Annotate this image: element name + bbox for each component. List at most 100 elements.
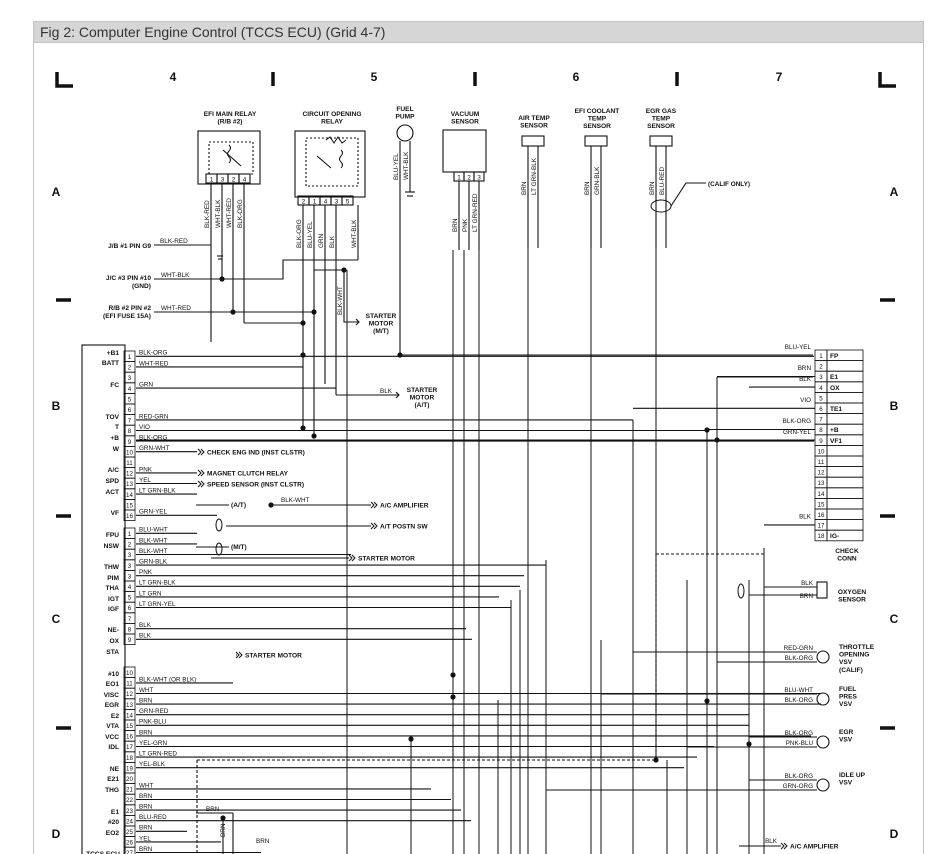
ecu-pin-number: 13 — [126, 702, 133, 709]
starter-motor-label: STARTER MOTOR — [358, 556, 415, 563]
vacuum-sensor-label: VACUUM — [451, 111, 480, 118]
ecu-terminal-label: T — [115, 424, 119, 431]
ecu-pin-number: 8 — [128, 626, 132, 633]
fuel-pressure-vsv-label: PRES — [839, 694, 858, 701]
shield-marker — [215, 518, 223, 532]
egr-gas-temp-sensor-label: EGR GAS — [646, 108, 677, 115]
check-connector-cell — [826, 519, 864, 531]
ecu-wire-color: BLK — [139, 633, 152, 640]
connector-arrow — [197, 448, 205, 456]
check-connector-pin-number: 2 — [819, 364, 823, 371]
grid-row-label: B — [52, 399, 61, 413]
calif-only-label: (CALIF ONLY) — [708, 181, 750, 188]
ecu-pin-number: 11 — [126, 681, 133, 688]
shield-marker — [737, 583, 745, 599]
ecu-pin-number: 18 — [126, 755, 133, 762]
ecu-wire-color: GRN-BLK — [139, 559, 168, 566]
check-connector-terminal-label: OX — [830, 385, 840, 392]
efi-relay-wire-color: WHT-RED — [226, 198, 233, 228]
sensor-pin-number: 1 — [457, 175, 461, 182]
fuel-pump-label: PUMP — [395, 114, 415, 121]
ecu-terminal-label: E1 — [111, 809, 119, 816]
ecu-wire-color: BLK-WHT — [139, 548, 167, 555]
idle-up-vsv-label: VSV — [839, 780, 853, 787]
ecu-pin-number: 19 — [126, 765, 133, 772]
circuit-opening-relay-inner — [305, 137, 359, 187]
egr-gas-sensor-wire-color: BLU-RED — [659, 167, 666, 195]
throttle-opening-vsv-wire-color: BLK-ORG — [785, 655, 813, 662]
check-connector-cell — [826, 529, 864, 542]
fuel-pump-wire-color: WHT-BLK — [403, 151, 410, 180]
ecu-terminal-label: FC — [110, 382, 119, 389]
ecu-wire-color: LT GRN-BLK — [139, 488, 176, 495]
fuel-pressure-vsv-wire-color: BLK-ORG — [785, 697, 813, 704]
throttle-opening-vsv-wire-color: RED-GRN — [784, 645, 814, 652]
ecu-wire-color: WHT — [139, 782, 153, 789]
connector-arrow — [780, 842, 788, 850]
ecu-pin-number: 16 — [126, 513, 133, 520]
vacuum-sensor-wire-color: LT GRN-RED — [472, 193, 479, 232]
check-connector-pin-number: 11 — [818, 459, 825, 466]
ecu-pin-number: 10 — [126, 449, 133, 456]
ecu-terminal-label: EGR — [105, 702, 120, 709]
efi-main-relay-box — [197, 130, 261, 185]
circuit-relay-wire-color: GRN — [318, 233, 325, 248]
ecu-wire-color: GRN-WHT — [139, 445, 170, 452]
ecu-wire-color: LT GRN-RED — [139, 751, 177, 758]
left-input-wire-color: BLK-RED — [160, 238, 188, 245]
check-connector-wire-color: VIO — [800, 397, 811, 404]
idle-up-vsv-wire-color: GRN-ORG — [783, 783, 814, 790]
connector-arrow — [197, 480, 205, 488]
ecu-terminal-label: +B — [110, 435, 119, 442]
relay-pin-number: 1 — [210, 177, 214, 184]
efi-relay-wire-color: BLK-RED — [204, 200, 211, 228]
ecu-terminal-label: STA — [106, 649, 119, 656]
check-connector-cell — [826, 455, 864, 468]
ecu-pin-number: 1 — [128, 354, 132, 361]
ecu-terminal-label: E21 — [107, 776, 119, 783]
fuel-pump-wire-color: BLU-YEL — [393, 153, 400, 180]
ecu-wire-color: PNK-BLU — [139, 719, 167, 726]
ecu-pin-number: 24 — [126, 818, 133, 825]
grid-row-label: A — [52, 185, 61, 199]
relay-coil — [227, 144, 231, 164]
ecu-wire-color: BRN — [139, 698, 153, 705]
shield-marker — [215, 542, 223, 556]
left-input-label: J/B #1 PIN G9 — [108, 243, 151, 250]
starter-motor-at-label: STARTER — [407, 387, 438, 394]
oxygen-sensor-wire-color: BRN — [800, 593, 814, 600]
sensor-pin-number: 2 — [467, 175, 471, 182]
ecu-terminal-label: EO2 — [106, 830, 120, 837]
figure-title: Fig 2: Computer Engine Control (TCCS ECU… — [40, 24, 386, 40]
relay-switch-contact — [222, 149, 242, 167]
ecu-terminal-label: #20 — [108, 819, 119, 826]
connector-arrow — [370, 522, 378, 530]
circuit-relay-wire-color: BLU-YEL — [307, 221, 314, 248]
left-input-wire-color: WHT-RED — [161, 305, 191, 312]
grid-row-label: D — [890, 827, 899, 841]
oxygen-sensor-wire-color: BLK — [801, 580, 814, 587]
grid-row-label: D — [52, 827, 61, 841]
ecu-terminal-label: PIM — [107, 575, 119, 582]
check-connector-cell — [826, 487, 864, 499]
ecu-pin-number: 2 — [128, 542, 132, 549]
left-input-wire-color: WHT-BLK — [161, 272, 190, 279]
ecu-pin-number: 14 — [126, 712, 133, 719]
calif-only-marker — [650, 199, 672, 213]
check-connector-cell — [826, 413, 864, 425]
relay-pin-number: 2 — [302, 199, 306, 206]
ecu-wire-color: LT GRN-YEL — [139, 601, 176, 608]
ecu-terminal-label: VF — [111, 510, 119, 517]
ecu-pin-box — [123, 633, 136, 646]
check-connector-terminal-label: TE1 — [830, 406, 842, 413]
grid-column-label: 6 — [573, 70, 580, 84]
frame-corner-marker — [55, 72, 73, 88]
ecu-pin-number: 15 — [126, 723, 133, 730]
ecu-pin-number: 4 — [128, 386, 132, 393]
ecu-wire-color: PNK — [139, 569, 153, 576]
ecu-pin-number: 3 — [128, 552, 132, 559]
throttle-opening-vsv-label: (CALIF) — [839, 667, 863, 674]
air-temp-sensor-wire-color: LT GRN-BLK — [531, 157, 538, 195]
check-connector-terminal-label: VF1 — [830, 438, 842, 445]
